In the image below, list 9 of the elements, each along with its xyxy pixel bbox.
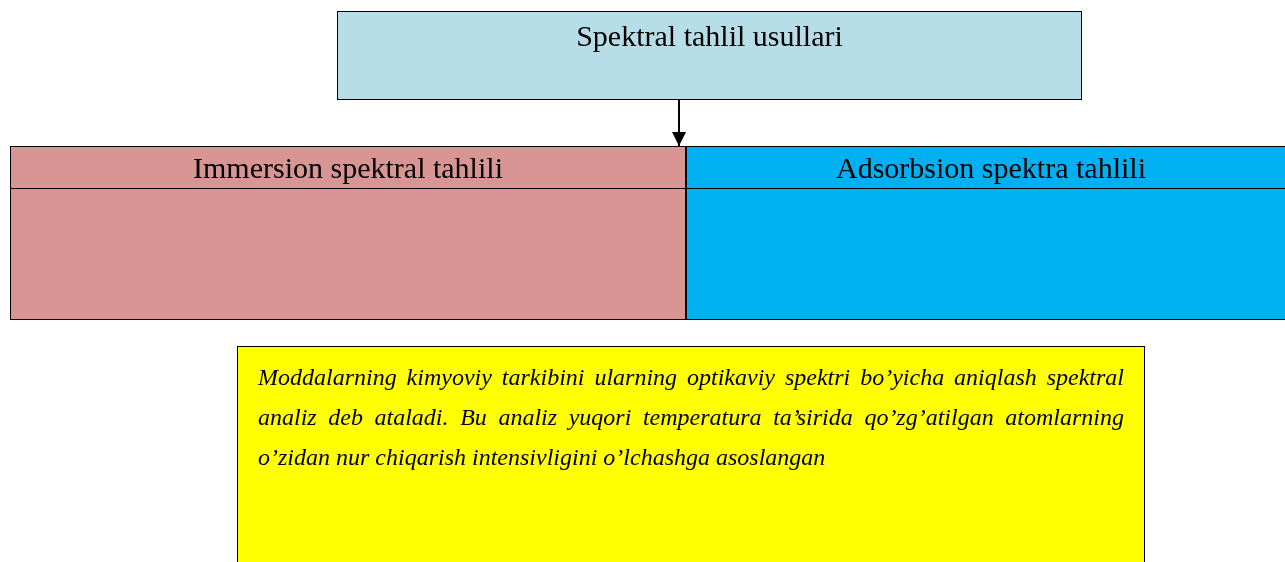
method-box bbox=[10, 146, 686, 320]
arrow bbox=[672, 99, 686, 147]
box-title: Immersion spektral tahlili bbox=[11, 147, 685, 189]
definition-text: Moddalarning kimyoviy tarkibini ularning optikaviy spektri bo’yicha aniqlash spektral analiz deb ataladi. Bu analiz yuqori temperatura ta’sirida qo’zg’atilgan atomlarning o’zidan nur chiqarish intensivligini o’lchashga asoslangan bbox=[257, 363, 1125, 472]
note-box bbox=[237, 346, 1145, 562]
method-box bbox=[686, 146, 1285, 320]
box-title: Adsorbsion spektra tahlili bbox=[687, 147, 1285, 189]
method-box bbox=[337, 11, 1082, 100]
box-title: Spektral tahlil usullari bbox=[575, 18, 844, 53]
